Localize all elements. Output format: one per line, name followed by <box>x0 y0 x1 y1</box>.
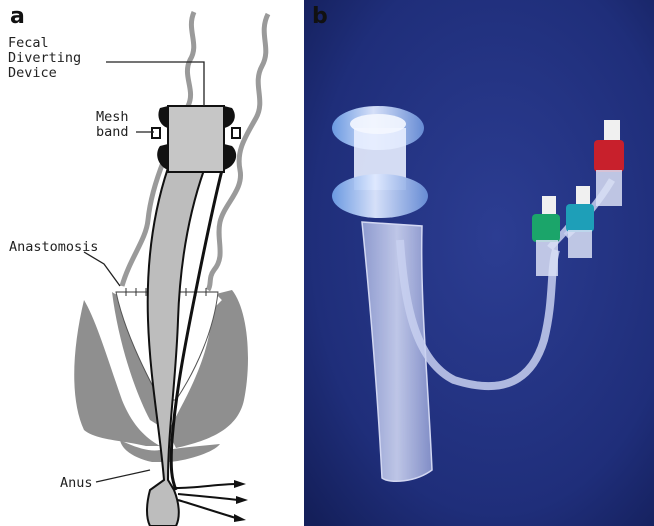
panel-b-photo: b <box>304 0 654 526</box>
label-line: Fecal <box>8 36 81 51</box>
device-photograph <box>304 0 654 526</box>
mesh-band-label: Mesh band <box>96 110 129 140</box>
label-line: band <box>96 125 129 140</box>
panel-a-diagram: a Fecal Diverting Device Mesh band Anast… <box>0 0 300 526</box>
cuff-opening <box>350 114 406 134</box>
fecal-diverting-device-label: Fecal Diverting Device <box>8 36 81 81</box>
panel-b-letter: b <box>312 6 328 28</box>
anastomosis-label: Anastomosis <box>9 240 98 255</box>
anus-label: Anus <box>60 476 93 491</box>
lower-balloon-cuff <box>332 174 428 218</box>
fabric-background <box>304 0 654 526</box>
panel-a-letter: a <box>10 6 25 28</box>
line-connectors <box>234 480 248 522</box>
label-line: Mesh <box>96 110 129 125</box>
label-line: Diverting <box>8 51 81 66</box>
label-line: Device <box>8 66 81 81</box>
device-cuff <box>168 106 224 172</box>
external-lines <box>176 484 238 518</box>
